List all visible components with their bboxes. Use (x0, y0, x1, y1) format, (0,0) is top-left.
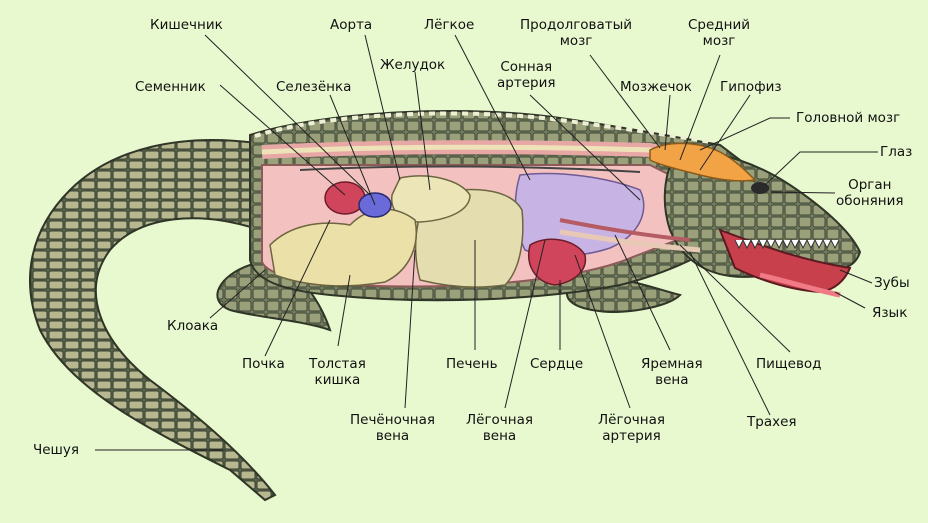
label-lung: Лёгкое (424, 17, 474, 33)
label-pituitary: Гипофиз (720, 79, 782, 95)
label-liver: Печень (446, 356, 498, 372)
label-carotid: Сонная артерия (497, 59, 555, 91)
label-colon: Толстая кишка (309, 356, 366, 388)
label-testis: Семенник (135, 79, 206, 95)
label-aorta: Аорта (330, 17, 372, 33)
label-spleen: Селезёнка (276, 79, 351, 95)
label-jugular: Яремная вена (641, 356, 703, 388)
label-pulm-artery: Лёгочная артерия (598, 412, 665, 444)
label-kidney: Почка (242, 356, 285, 372)
label-intestine: Кишечник (150, 17, 223, 33)
label-brain: Головной мозг (796, 110, 900, 126)
label-eye: Глаз (880, 144, 912, 160)
label-medulla: Продолговатый мозг (520, 17, 632, 49)
label-hepatic-vein: Печёночная вена (350, 412, 435, 444)
kidney-shape (325, 182, 365, 214)
label-cerebellum: Мозжечок (620, 79, 692, 95)
label-tongue: Язык (872, 305, 907, 321)
label-scales: Чешуя (33, 442, 79, 458)
label-teeth: Зубы (874, 275, 910, 291)
label-esophagus: Пищевод (756, 356, 822, 372)
label-midbrain: Средний мозг (688, 17, 750, 49)
label-trachea: Трахея (747, 414, 797, 430)
label-heart: Сердце (530, 356, 583, 372)
label-pulm-vein: Лёгочная вена (466, 412, 533, 444)
label-cloaca: Клоака (167, 318, 218, 334)
label-olfactory: Орган обоняния (836, 177, 904, 209)
label-stomach: Желудок (380, 57, 445, 73)
